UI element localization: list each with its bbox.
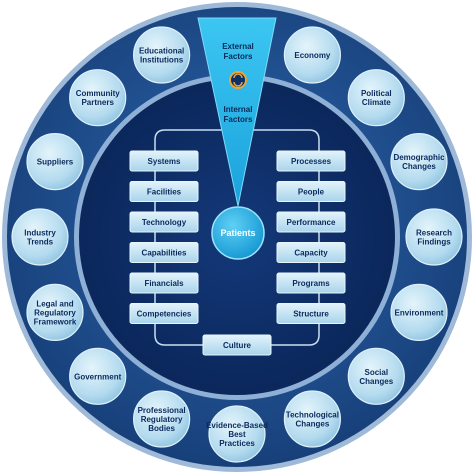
box-label: Performance [287,218,336,227]
box-label: Culture [223,341,252,350]
patients-center [211,206,265,260]
internal-right-people: People [276,181,346,202]
box [129,150,199,172]
box [129,272,199,294]
internal-left-technology: Technology [129,211,199,233]
internal-bottom-culture: Culture [202,334,272,356]
external-factor-government: Government [69,347,127,405]
box [276,303,346,324]
internal-right-programs: Programs [276,272,346,294]
internal-right-capacity: Capacity [276,242,346,263]
cycle-arrows-icon [229,71,247,89]
box-label: People [298,188,325,197]
bubble [69,347,127,405]
bubble [283,390,341,448]
bubble [69,69,127,127]
internal-right-structure: Structure [276,303,346,324]
box-label: Systems [148,157,181,166]
bubble [390,133,448,191]
bubble [11,208,69,266]
box-label: Financials [144,279,184,288]
box [129,242,199,263]
box [276,181,346,202]
bubble [26,133,84,191]
internal-factor-grid: SystemsFacilitiesTechnologyCapabilitiesF… [129,150,346,356]
bubble-label: Government [74,372,121,381]
box-label: Programs [292,279,330,288]
external-factor-economy: Economy [283,26,341,84]
box [276,211,346,233]
bubble [347,69,405,127]
internal-frame [154,129,320,346]
patients-label: Patients [220,228,255,238]
bubble [133,26,191,84]
bubble-label: Environment [395,308,444,317]
box [276,272,346,294]
bubble-label: Suppliers [37,158,74,167]
bubble [405,208,463,266]
bubble [133,390,191,448]
box [276,242,346,263]
box-label: Technology [142,218,187,227]
box [202,334,272,356]
bubble [347,347,405,405]
internal-right-performance: Performance [276,211,346,233]
internal-left-facilities: Facilities [129,181,199,202]
box-label: Competencies [137,310,192,319]
bubble [390,283,448,341]
internal-left-systems: Systems [129,150,199,172]
internal-left-competencies: Competencies [129,303,199,324]
box [129,303,199,324]
bubble [208,405,266,463]
bubble-label: Economy [294,51,331,60]
external-factor-suppliers: Suppliers [26,133,84,191]
bubble [26,283,84,341]
box [129,211,199,233]
box-label: Capacity [294,249,328,258]
factor-wedge [197,17,277,207]
internal-right-processes: Processes [276,150,346,172]
box-label: Structure [293,310,329,319]
box [129,181,199,202]
box-label: Capabilities [142,249,187,258]
box [276,150,346,172]
external-factor-environment: Environment [390,283,448,341]
box-label: Facilities [147,188,182,197]
bubble [283,26,341,84]
internal-left-financials: Financials [129,272,199,294]
box-label: Processes [291,157,332,166]
internal-left-capabilities: Capabilities [129,242,199,263]
